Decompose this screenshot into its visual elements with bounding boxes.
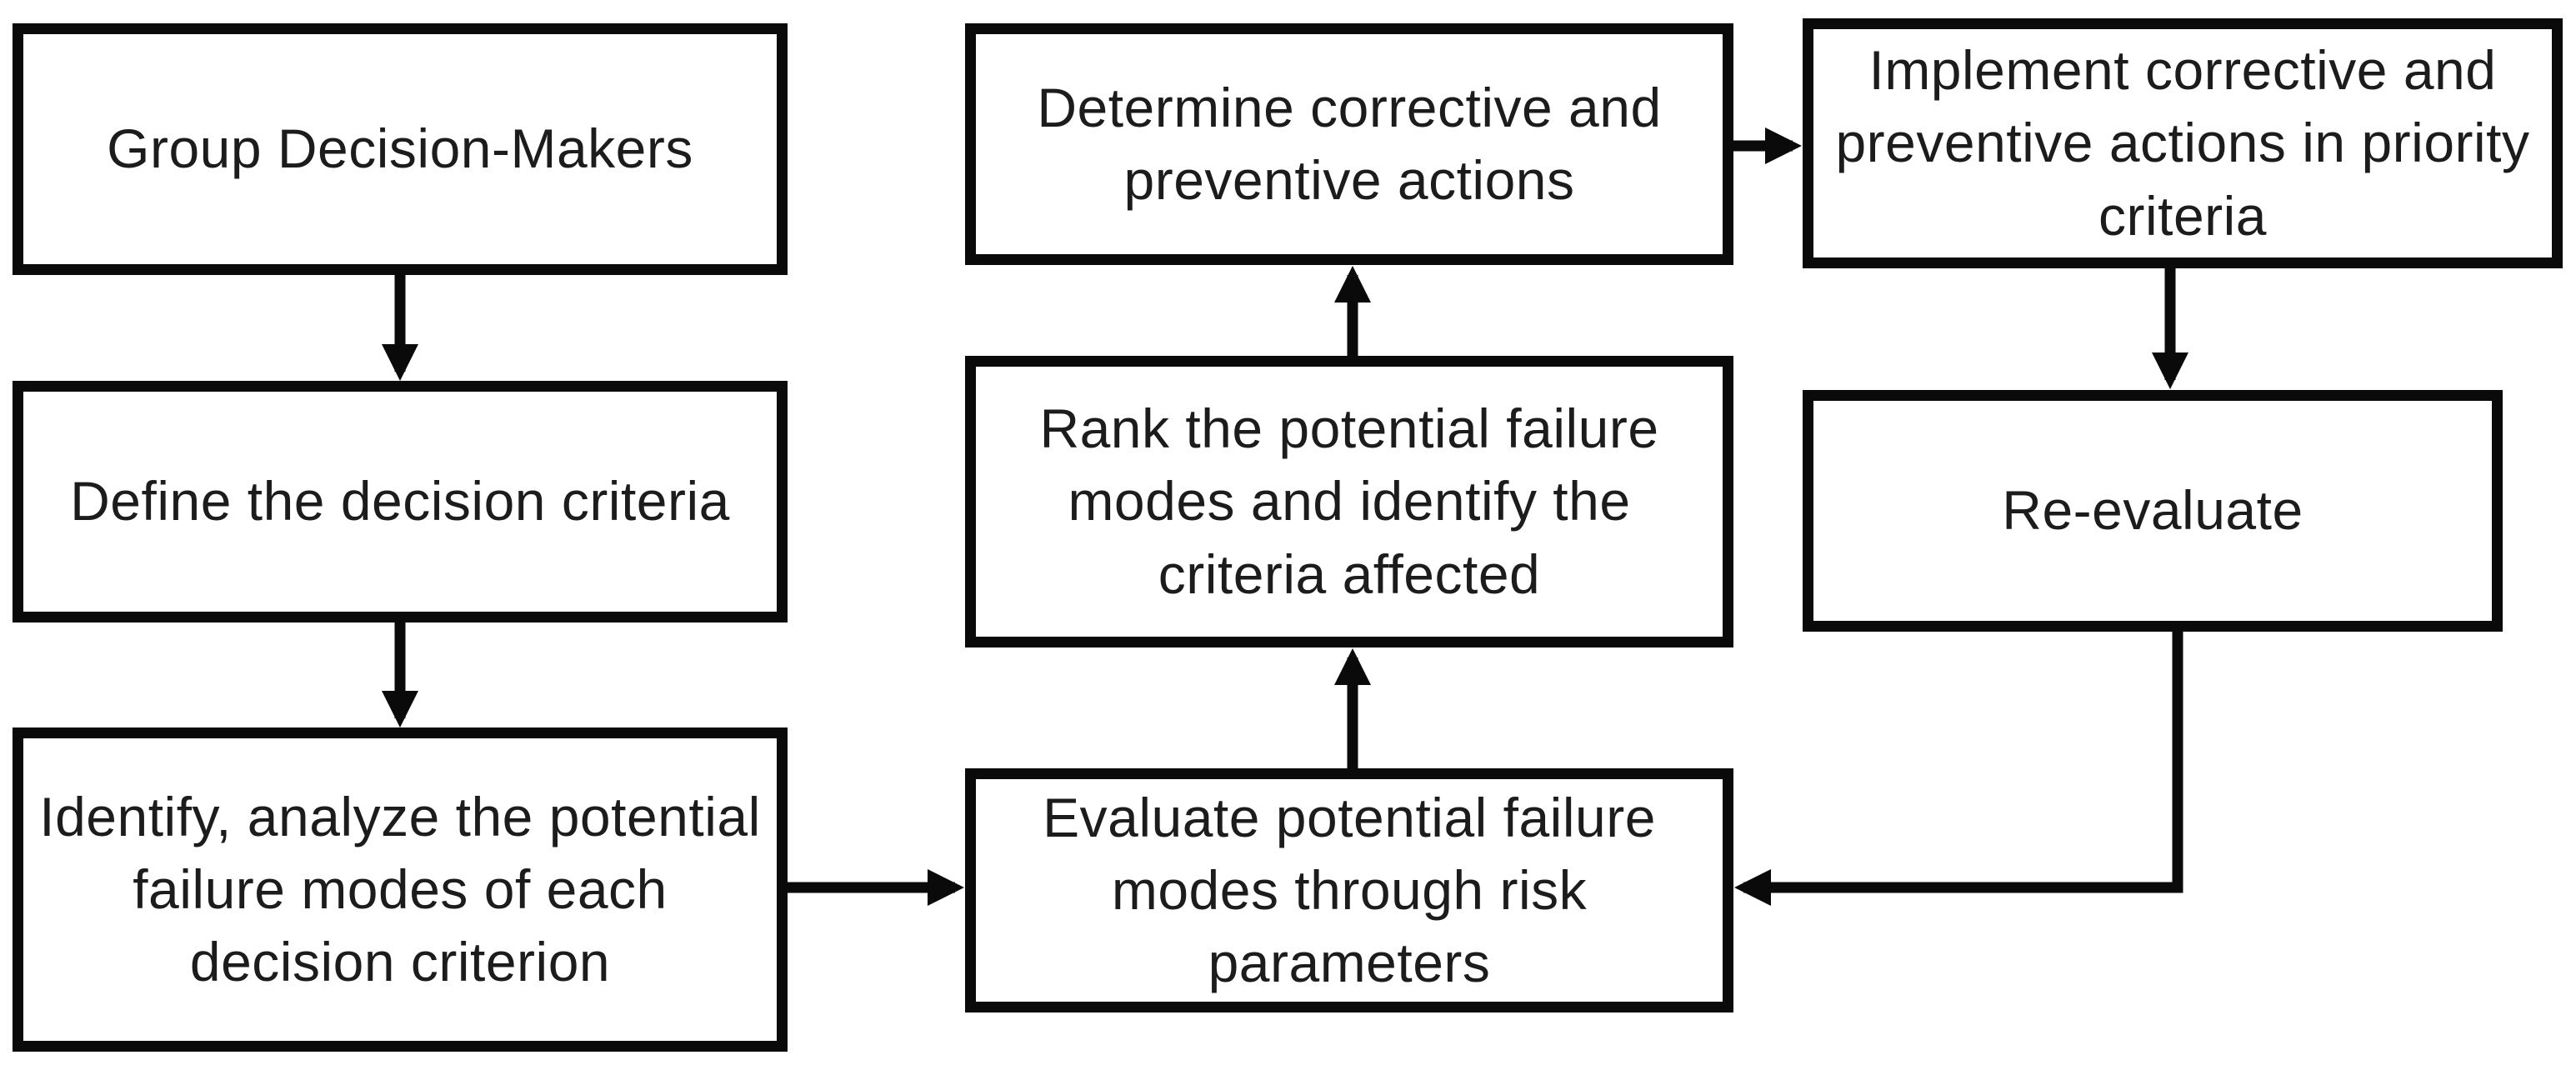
node-label-determine-actions: Determine corrective and preventive acti… [1037,76,1662,211]
node-label-identify-analyze-failure-modes: Identify, analyze the potential failure … [39,785,761,993]
node-rank-failure-modes: Rank the potential failure modes and ide… [965,356,1733,648]
node-label-re-evaluate: Re-evaluate [2002,479,2303,542]
node-label-define-decision-criteria: Define the decision criteria [70,470,730,532]
node-re-evaluate: Re-evaluate [1803,390,2503,632]
node-label-rank-failure-modes: Rank the potential failure modes and ide… [1039,398,1659,605]
node-determine-actions: Determine corrective and preventive acti… [965,23,1733,265]
connector-reevaluate-to-evaluate-feedback-arrow [1733,627,2183,907]
node-implement-actions: Implement corrective and preventive acti… [1803,18,2563,268]
node-label-implement-actions: Implement corrective and preventive acti… [1835,39,2530,247]
node-label-evaluate-failure-modes: Evaluate potential failure modes through… [1043,786,1656,994]
node-group-decision-makers: Group Decision-Makers [13,23,788,275]
node-evaluate-failure-modes: Evaluate potential failure modes through… [965,768,1733,1012]
node-define-decision-criteria: Define the decision criteria [13,381,788,622]
node-label-group-decision-makers: Group Decision-Makers [107,118,693,180]
node-identify-analyze-failure-modes: Identify, analyze the potential failure … [13,728,788,1052]
